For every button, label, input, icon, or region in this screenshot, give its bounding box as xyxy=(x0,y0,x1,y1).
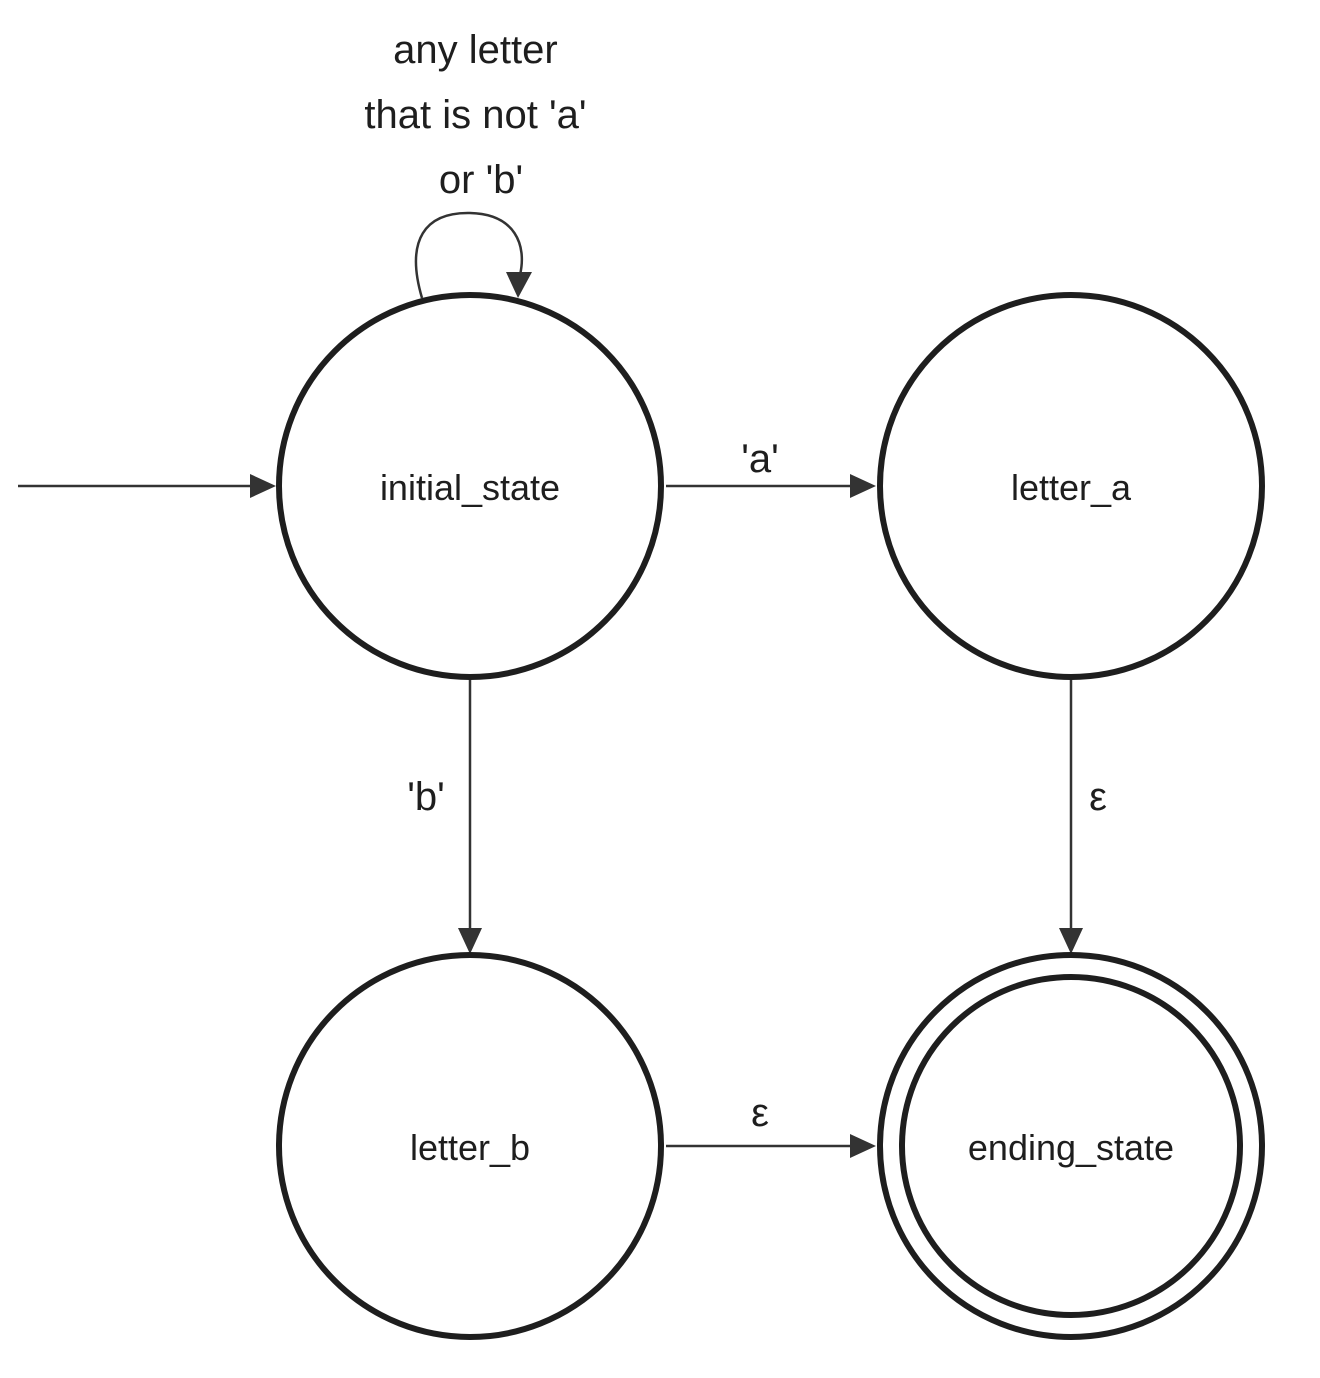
transition-a-label: 'a' xyxy=(741,437,779,481)
transition-initial-to-letter-a xyxy=(666,474,876,498)
state-ending-accepting: ending_state xyxy=(877,952,1265,1340)
transition-letter-b-to-ending xyxy=(666,1134,876,1158)
transition-self-loop xyxy=(414,211,532,299)
start-arrow xyxy=(18,474,276,498)
transition-epsilon-b-label: ε xyxy=(751,1091,769,1135)
self-loop-label: any letter that is not 'a' or 'b' xyxy=(364,28,597,202)
transition-b-label: 'b' xyxy=(407,775,445,819)
self-loop-label-line-1: any letter xyxy=(393,28,558,72)
state-initial: initial_state xyxy=(276,292,664,680)
state-ending-label: ending_state xyxy=(968,1127,1174,1168)
transition-initial-to-letter-b xyxy=(458,678,482,954)
transition-letter-a-to-ending xyxy=(1059,678,1083,954)
state-letter-b: letter_b xyxy=(276,952,664,1340)
state-letter-a-label: letter_a xyxy=(1011,467,1132,508)
self-loop-label-line-3: or 'b' xyxy=(439,158,523,202)
transition-epsilon-a-label: ε xyxy=(1089,775,1107,819)
self-loop-label-line-2: that is not 'a' xyxy=(364,93,586,137)
state-letter-a: letter_a xyxy=(877,292,1265,680)
state-initial-label: initial_state xyxy=(380,467,560,508)
state-letter-b-label: letter_b xyxy=(410,1127,530,1168)
accepting-inner-ring xyxy=(899,974,1243,1318)
